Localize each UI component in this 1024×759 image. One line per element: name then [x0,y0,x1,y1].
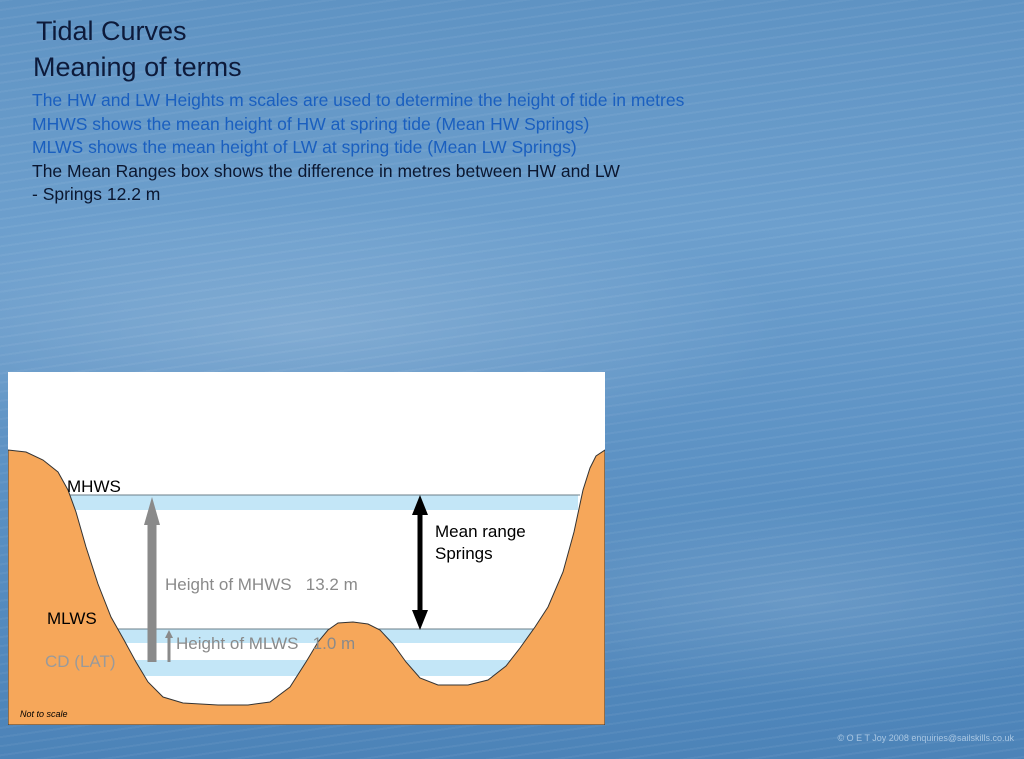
explanation-text: The HW and LW Heights m scales are used … [32,89,684,207]
copyright-notice: © O E T Joy 2008 enquiries@sailskills.co… [837,733,1014,743]
tidal-levels-diagram: MHWS MLWS CD (LAT) Mean range Springs He… [8,372,605,725]
mhws-band [68,495,578,510]
mhws-label: MHWS [67,477,121,496]
explanation-line: MHWS shows the mean height of HW at spri… [32,113,590,134]
springs-label: Springs [435,544,493,563]
explanation-line: The HW and LW Heights m scales are used … [32,90,685,110]
mlws-label: MLWS [47,609,97,628]
height-mhws-label: Height of MHWS 13.2 m [165,575,358,594]
seabed-profile [8,449,605,725]
not-to-scale-label: Not to scale [20,709,68,719]
height-mhws-arrowhead [144,497,160,525]
height-mlws-arrowhead [165,630,173,638]
diagram-graphic [8,449,605,725]
explanation-line: MLWS shows the mean height of LW at spri… [32,137,577,157]
height-mlws-label: Height of MLWS 1.0 m [176,634,356,653]
mean-range-arrow-top [412,495,428,515]
subtitle: Meaning of terms [33,52,242,82]
mean-range-arrow-bottom [412,610,428,630]
title: Tidal Curves [36,16,187,46]
mean-range-label: Mean range [435,522,526,541]
explanation-line: The Mean Ranges box shows the difference… [32,160,620,181]
explanation-line: - Springs 12.2 m [32,184,161,204]
cd-lat-label: CD (LAT) [45,652,116,671]
